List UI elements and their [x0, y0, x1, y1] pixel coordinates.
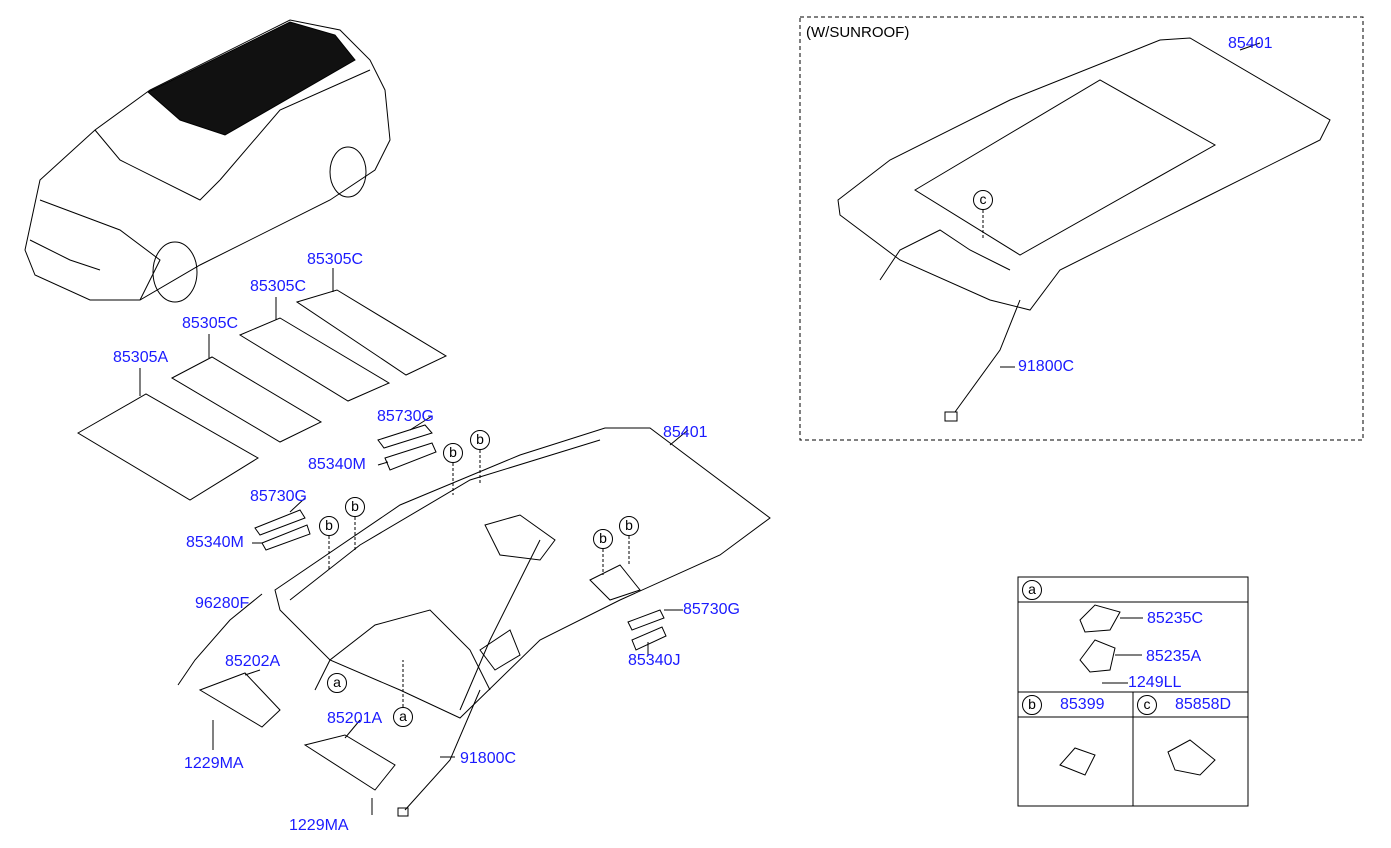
headlining-drawing [274, 427, 771, 719]
sunroof-headlining-drawing [837, 37, 1331, 422]
assist-grips [252, 415, 683, 655]
callout-b: b [470, 430, 490, 450]
part-label-85305a[interactable]: 85305A [113, 349, 169, 366]
part-label-85235a[interactable]: 85235A [1146, 648, 1202, 665]
part-label-85730g[interactable]: 85730G [250, 488, 307, 505]
part-label-85858d[interactable]: 85858D [1175, 696, 1232, 713]
callout-b: b [319, 516, 339, 536]
sunroof-box [799, 16, 1364, 441]
legend-callout-c: c [1137, 695, 1157, 715]
part-label-1249ll[interactable]: 1249LL [1128, 674, 1182, 691]
part-label-85305c[interactable]: 85305C [250, 278, 307, 295]
part-label-91800c[interactable]: 91800C [460, 750, 517, 767]
part-label-1229ma[interactable]: 1229MA [184, 755, 244, 772]
vehicle-illustration [24, 19, 391, 303]
callout-b: b [345, 497, 365, 517]
part-label-91800c-sunroof[interactable]: 91800C [1018, 358, 1075, 375]
callout-b: b [443, 443, 463, 463]
callout-b: b [619, 516, 639, 536]
part-label-85340m[interactable]: 85340M [186, 534, 244, 551]
visors-wiring [177, 593, 481, 817]
part-label-85305c[interactable]: 85305C [182, 315, 239, 332]
part-label-96280f[interactable]: 96280F [195, 595, 250, 612]
callout-b: b [593, 529, 613, 549]
callout-leaders [328, 210, 984, 707]
part-label-85730g[interactable]: 85730G [377, 408, 434, 425]
part-label-85340m[interactable]: 85340M [308, 456, 366, 473]
part-label-85401[interactable]: 85401 [663, 424, 708, 441]
part-label-85340j[interactable]: 85340J [628, 652, 681, 669]
callout-a: a [327, 673, 347, 693]
part-label-1229ma[interactable]: 1229MA [289, 817, 349, 834]
roof-pads [77, 268, 448, 501]
part-label-85399[interactable]: 85399 [1060, 696, 1105, 713]
part-label-85401-sunroof[interactable]: 85401 [1228, 35, 1273, 52]
callout-c: c [973, 190, 993, 210]
part-label-85201a[interactable]: 85201A [327, 710, 383, 727]
legend-table [1017, 576, 1249, 807]
part-label-85202a[interactable]: 85202A [225, 653, 281, 670]
part-label-85235c[interactable]: 85235C [1147, 610, 1204, 627]
legend-callout-b: b [1022, 695, 1042, 715]
callout-a: a [393, 707, 413, 727]
legend-callout-a: a [1022, 580, 1042, 600]
part-label-85730g[interactable]: 85730G [683, 601, 740, 618]
part-label-85305c[interactable]: 85305C [307, 251, 364, 268]
sunroof-title: (W/SUNROOF) [806, 24, 910, 41]
